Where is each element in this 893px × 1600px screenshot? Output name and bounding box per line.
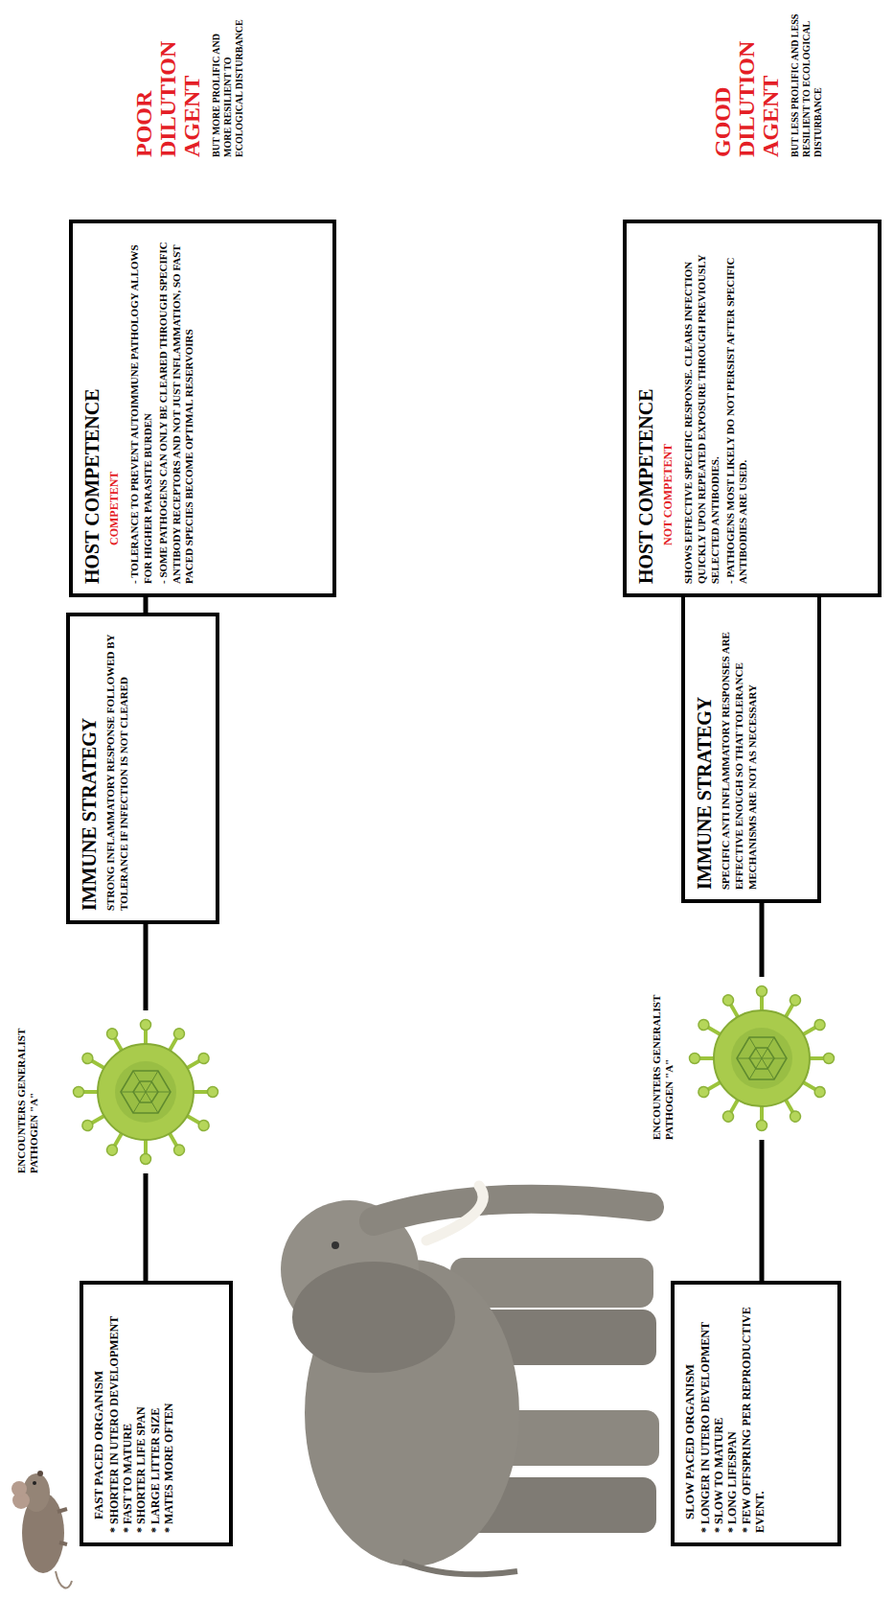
pathogen-node: ENCOUNTERS GENERALIST PATHOGEN "A" (15, 1009, 230, 1173)
node-text: - PATHOGENS MOST LIKELY DO NOT PERSIST A… (724, 232, 752, 584)
competence-box: HOST COMPETENCECOMPETENT - TOLERANCE TO P… (68, 219, 337, 597)
virus-icon (689, 985, 835, 1131)
node-heading: IMMUNE STRATEGY (692, 603, 716, 890)
node-text: NOT COMPETENT (661, 232, 675, 546)
organism-box: FAST PACED ORGANISM* SHORTER IN UTERO DE… (79, 1280, 233, 1546)
dilution-verdict: POOR DILUTION AGENT (132, 13, 206, 158)
dilution-label-group: GOOD DILUTION AGENTBUT LESS PROLIFIC AND… (710, 13, 825, 158)
node-heading: SLOW PACED ORGANISM (682, 1293, 698, 1519)
organism-box: SLOW PACED ORGANISM* LONGER IN UTERO DEV… (670, 1280, 842, 1546)
node-heading: ENCOUNTERS GENERALIST PATHOGEN "A" (15, 1009, 40, 1173)
dilution-note: BUT LESS PROLIFIC AND LESS RESILIENT TO … (789, 13, 825, 158)
node-text: * SHORTER IN UTERO DEVELOPMENT (107, 1293, 121, 1533)
mouse-picture (11, 1469, 72, 1587)
node-heading: IMMUNE STRATEGY (77, 625, 101, 911)
node-text: * SHORTER LIFE SPAN (134, 1293, 148, 1533)
node-text: * FEW OFFSPRING PER REPRODUCTIVE EVENT. (739, 1293, 768, 1533)
node-text: COMPETENT (107, 232, 121, 546)
connector-line (759, 1139, 765, 1281)
node-heading: HOST COMPETENCE (634, 232, 658, 584)
connector-line (759, 902, 765, 977)
connector-line (143, 596, 149, 613)
node-text: SHOWS EFFECTIVE SPECIFIC RESPONSE. CLEAR… (682, 232, 722, 584)
strategy-box: IMMUNE STRATEGYSPECIFIC ANTI INFLAMMATOR… (681, 590, 822, 903)
connector-line (143, 923, 149, 1010)
node-heading: HOST COMPETENCE (80, 232, 104, 584)
competence-box: HOST COMPETENCENOT COMPETENT SHOWS EFFECT… (622, 219, 882, 597)
dilution-label-group: POOR DILUTION AGENTBUT MORE PROLIFIC AND… (132, 13, 246, 158)
node-text: * LARGE LITTER SIZE (148, 1293, 162, 1533)
node-text: SPECIFIC ANTI INFLAMMATORY RESPONSES ARE… (719, 603, 759, 890)
elephant-picture (280, 1185, 660, 1574)
node-text: - TOLERANCE TO PREVENT AUTOIMMUNE PATHOL… (128, 232, 156, 584)
node-text: * MATES MORE OFTEN (161, 1293, 176, 1533)
pathogen-node: ENCOUNTERS GENERALIST PATHOGEN "A" (650, 976, 856, 1140)
node-text: - SOME PATHOGENS CAN ONLY BE CLEARED THR… (157, 232, 197, 584)
node-text: * FAST TO MATURE (120, 1293, 135, 1533)
node-text: * SLOW TO MATURE (711, 1293, 726, 1533)
dilution-note: BUT MORE PROLIFIC AND MORE RESILIENT TO … (210, 13, 246, 158)
node-text: STRONG INFLAMMATORY RESPONSE FOLLOWED BY… (104, 625, 132, 911)
connector-line (143, 1172, 149, 1281)
strategy-box: IMMUNE STRATEGYSTRONG INFLAMMATORY RESPO… (66, 612, 220, 924)
node-text: * LONG LIFESPAN (725, 1293, 739, 1533)
node-text: * LONGER IN UTERO DEVELOPMENT (698, 1293, 712, 1533)
node-heading: ENCOUNTERS GENERALIST PATHOGEN "A" (650, 976, 675, 1140)
dilution-verdict: GOOD DILUTION AGENT (710, 13, 784, 158)
node-heading: FAST PACED ORGANISM (91, 1293, 107, 1519)
virus-icon (73, 1019, 219, 1165)
